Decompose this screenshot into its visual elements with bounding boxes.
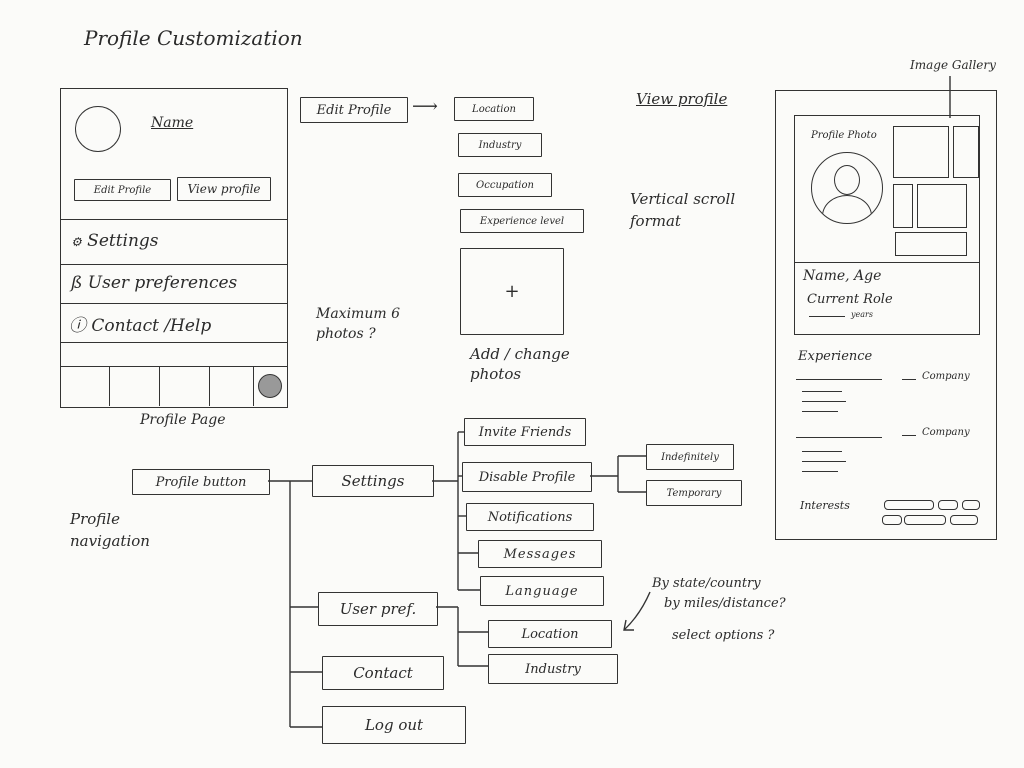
interest-chip [882, 515, 902, 525]
arrow-right-icon: ⟶ [412, 96, 438, 117]
gallery-image [917, 184, 967, 228]
bookmark-icon: ß [71, 273, 83, 293]
interest-chip [938, 500, 958, 510]
edit-profile-node[interactable]: Edit Profile [300, 97, 408, 123]
gear-icon: ⚙ [71, 235, 82, 249]
view-profile-wireframe: Profile Photo Name, Age Current Role yea… [775, 90, 997, 540]
page-title: Profile Customization [84, 26, 303, 50]
interest-chip [904, 515, 946, 525]
nav-caption: Profile navigation [70, 510, 150, 550]
add-photos-label: Add / change photos [470, 345, 570, 383]
profile-photo [811, 152, 883, 224]
menu-item-settings[interactable]: ⚙ Settings [71, 231, 159, 251]
view-profile-label: View profile [636, 90, 728, 108]
interest-chip [884, 500, 934, 510]
menu-item-settings-label: Settings [87, 231, 159, 251]
avatar [75, 106, 121, 152]
profile-card: Profile Photo Name, Age Current Role yea… [794, 115, 980, 335]
nav-messages[interactable]: Messages [478, 540, 602, 568]
field-occupation[interactable]: Occupation [458, 173, 552, 197]
nav-location[interactable]: Location [488, 620, 612, 648]
profile-photo-label: Profile Photo [811, 130, 877, 141]
vertical-scroll-note: Vertical scroll format [630, 190, 736, 230]
field-industry[interactable]: Industry [458, 133, 542, 157]
person-icon [834, 165, 860, 195]
menu-item-contact-help[interactable]: ⓘ Contact /Help [69, 311, 211, 336]
nav-settings[interactable]: Settings [312, 465, 434, 497]
years-label: years [851, 310, 873, 319]
nav-logout[interactable]: Log out [322, 706, 466, 744]
nav-invite-friends[interactable]: Invite Friends [464, 418, 586, 446]
field-experience-level[interactable]: Experience level [460, 209, 584, 233]
menu-item-user-preferences[interactable]: ß User preferences [71, 273, 237, 293]
nav-profile-button[interactable]: Profile button [132, 469, 270, 495]
experience-heading: Experience [798, 349, 873, 364]
company-label: Company [922, 427, 970, 438]
gallery-image [895, 232, 967, 256]
nav-disable-indefinitely[interactable]: Indefinitely [646, 444, 734, 470]
tab-bar-profile-icon[interactable] [258, 374, 282, 398]
gallery-image [893, 184, 913, 228]
interest-chip [962, 500, 980, 510]
interest-chip [950, 515, 978, 525]
edit-profile-button[interactable]: Edit Profile [74, 179, 171, 201]
profile-page-caption: Profile Page [140, 412, 226, 428]
add-photo-box[interactable]: + [460, 248, 564, 335]
location-note-3: select options ? [672, 628, 775, 643]
profile-page-wireframe: Name Edit Profile View profile ⚙ Setting… [60, 88, 288, 408]
current-role: Current Role [807, 292, 893, 307]
nav-disable-temporary[interactable]: Temporary [646, 480, 742, 506]
company-label: Company [922, 371, 970, 382]
plus-icon: + [504, 281, 520, 302]
gallery-image [893, 126, 949, 178]
nav-language[interactable]: Language [480, 576, 604, 606]
image-gallery-label: Image Gallery [910, 58, 996, 72]
nav-user-pref[interactable]: User pref. [318, 592, 438, 626]
nav-disable-profile[interactable]: Disable Profile [462, 462, 592, 492]
location-note-1: By state/country [652, 576, 761, 591]
location-note-2: by miles/distance? [664, 596, 786, 611]
profile-name: Name [151, 115, 194, 131]
max-photos-note: Maximum 6 photos ? [316, 306, 400, 342]
gallery-image [953, 126, 979, 178]
nav-contact[interactable]: Contact [322, 656, 444, 690]
nav-notifications[interactable]: Notifications [466, 503, 594, 531]
field-location[interactable]: Location [454, 97, 534, 121]
menu-item-contact-help-label: Contact /Help [91, 316, 212, 336]
info-icon: ⓘ [69, 316, 86, 336]
nav-industry[interactable]: Industry [488, 654, 618, 684]
name-age: Name, Age [803, 268, 882, 284]
view-profile-button[interactable]: View profile [177, 177, 271, 201]
interests-label: Interests [800, 499, 850, 512]
menu-item-user-preferences-label: User preferences [87, 273, 238, 293]
